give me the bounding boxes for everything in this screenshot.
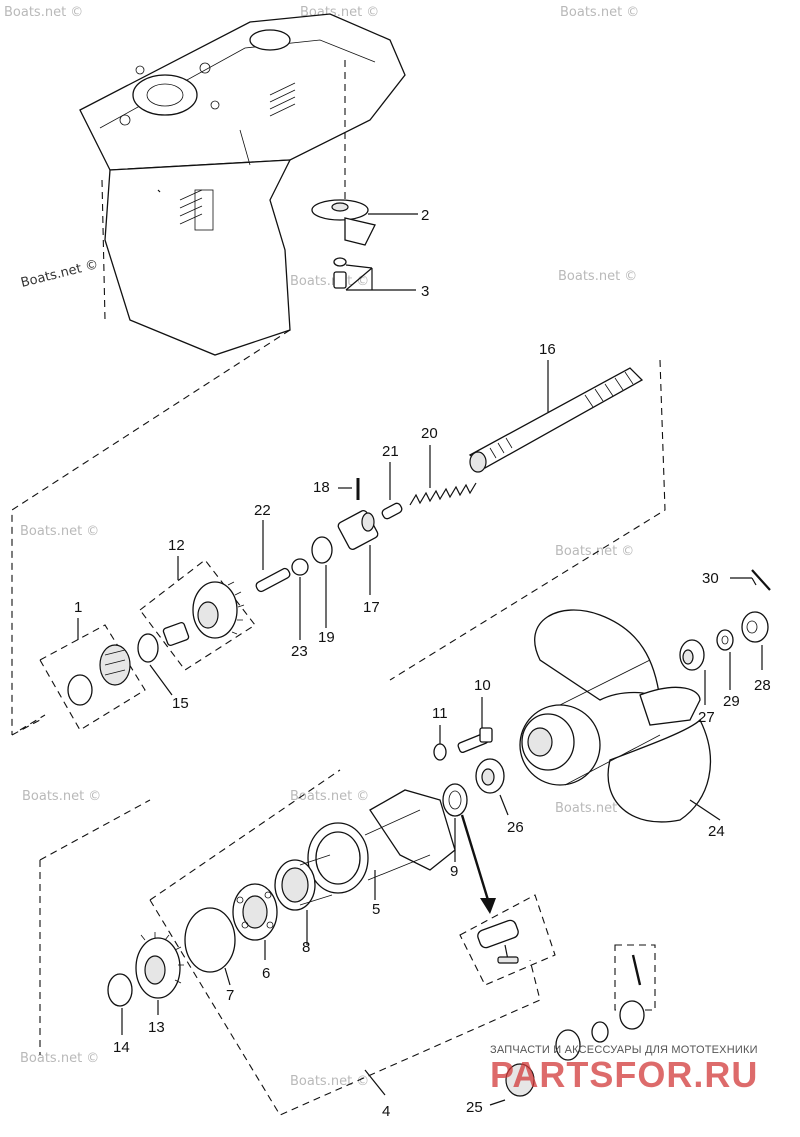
banner-tagline: ЗАПЧАСТИ И АКСЕССУАРЫ ДЛЯ МОТОТЕХНИКИ — [490, 1044, 758, 1056]
part-20-spring — [409, 482, 477, 506]
callout-20: 20 — [421, 425, 438, 442]
watermark: Boats.net © — [555, 544, 634, 559]
callout-14: 14 — [113, 1039, 130, 1056]
part-26-spacer — [475, 758, 505, 794]
part-24-propeller — [519, 609, 712, 823]
watermark: Boats.net © — [20, 1051, 99, 1066]
part-10-bolt — [457, 727, 493, 753]
bottom-pin-box — [614, 944, 656, 1011]
part-5-bearing-housing — [307, 789, 456, 894]
seal-detail-box — [459, 894, 556, 986]
callout-21: 21 — [382, 443, 399, 460]
part-22-plunger — [255, 567, 291, 593]
partsfor-banner: ЗАПЧАСТИ И АКСЕССУАРЫ ДЛЯ МОТОТЕХНИКИ PA… — [490, 1040, 790, 1130]
watermark: Boats.net © — [20, 524, 99, 539]
watermark: Boats.net © — [290, 274, 369, 289]
part-1-bearing — [67, 644, 131, 706]
part-28-nut — [741, 611, 769, 643]
callout-8: 8 — [302, 939, 310, 956]
watermark: Boats.net © — [558, 269, 637, 284]
watermark: Boats.net © — [19, 257, 100, 291]
part-3-bolt — [333, 257, 416, 291]
callout-30: 30 — [702, 570, 719, 587]
callout-11: 11 — [432, 705, 448, 722]
watermark: Boats.net © — [290, 1074, 369, 1089]
callout-19: 19 — [318, 629, 335, 646]
callout-5: 5 — [372, 901, 380, 918]
callout-4: 4 — [382, 1103, 390, 1120]
callout-26: 26 — [507, 819, 524, 836]
callout-1: 1 — [74, 599, 82, 616]
part-15-ring — [137, 633, 159, 663]
bottom-hardware — [505, 954, 645, 1097]
callout-17: 17 — [363, 599, 380, 616]
callout-25: 25 — [466, 1099, 483, 1116]
lower-unit-housing — [79, 13, 406, 356]
part-27-spacer — [679, 639, 705, 671]
callout-10: 10 — [474, 677, 491, 694]
callout-24: 24 — [708, 823, 725, 840]
callout-7: 7 — [226, 987, 234, 1004]
part-14-shim — [107, 973, 133, 1007]
watermark: Boats.net © — [22, 789, 101, 804]
watermark: Boats.net © — [560, 5, 639, 20]
watermark: Boats.net © — [290, 789, 369, 804]
callout-22: 22 — [254, 502, 271, 519]
part-16-propeller-shaft — [468, 367, 644, 473]
callouts: 1 2 3 4 5 6 7 8 9 10 11 12 13 14 15 16 1… — [74, 207, 771, 1120]
seal-detail — [477, 919, 519, 964]
part-11-washer — [433, 743, 447, 761]
part-29-washer — [716, 629, 734, 651]
part-19-ring — [311, 536, 333, 564]
group-1-box — [39, 624, 146, 731]
callout-6: 6 — [262, 965, 270, 982]
callout-29: 29 — [723, 693, 740, 710]
callout-16: 16 — [539, 341, 556, 358]
forward-gear — [162, 581, 245, 647]
callout-27: 27 — [698, 709, 715, 726]
part-23-ball — [291, 558, 309, 576]
callout-28: 28 — [754, 677, 771, 694]
part-8-needle-bearing — [274, 854, 333, 911]
callout-18: 18 — [313, 479, 330, 496]
part-9-oil-seal — [442, 783, 468, 817]
part-30-cotter-pin — [730, 569, 771, 591]
callout-13: 13 — [148, 1019, 165, 1036]
detail-arrow — [460, 814, 496, 914]
part-13-reverse-gear — [135, 932, 184, 999]
watermark: Boats.net © — [555, 801, 634, 816]
part-2-anode — [311, 199, 376, 246]
part-6-ball-bearing — [232, 883, 278, 941]
callout-12: 12 — [168, 537, 185, 554]
banner-logo: PARTSFOR.RU — [490, 1054, 759, 1095]
group-4-box — [39, 769, 541, 1116]
part-21-pin — [381, 502, 403, 520]
watermark: Boats.net © — [4, 5, 83, 20]
callout-2: 2 — [421, 207, 429, 224]
part-17-dog-clutch — [337, 510, 379, 550]
callout-9: 9 — [450, 863, 458, 880]
part-7-o-ring — [184, 907, 236, 973]
group-12-box — [139, 559, 256, 671]
callout-15: 15 — [172, 695, 189, 712]
callout-3: 3 — [421, 283, 429, 300]
callout-23: 23 — [291, 643, 308, 660]
